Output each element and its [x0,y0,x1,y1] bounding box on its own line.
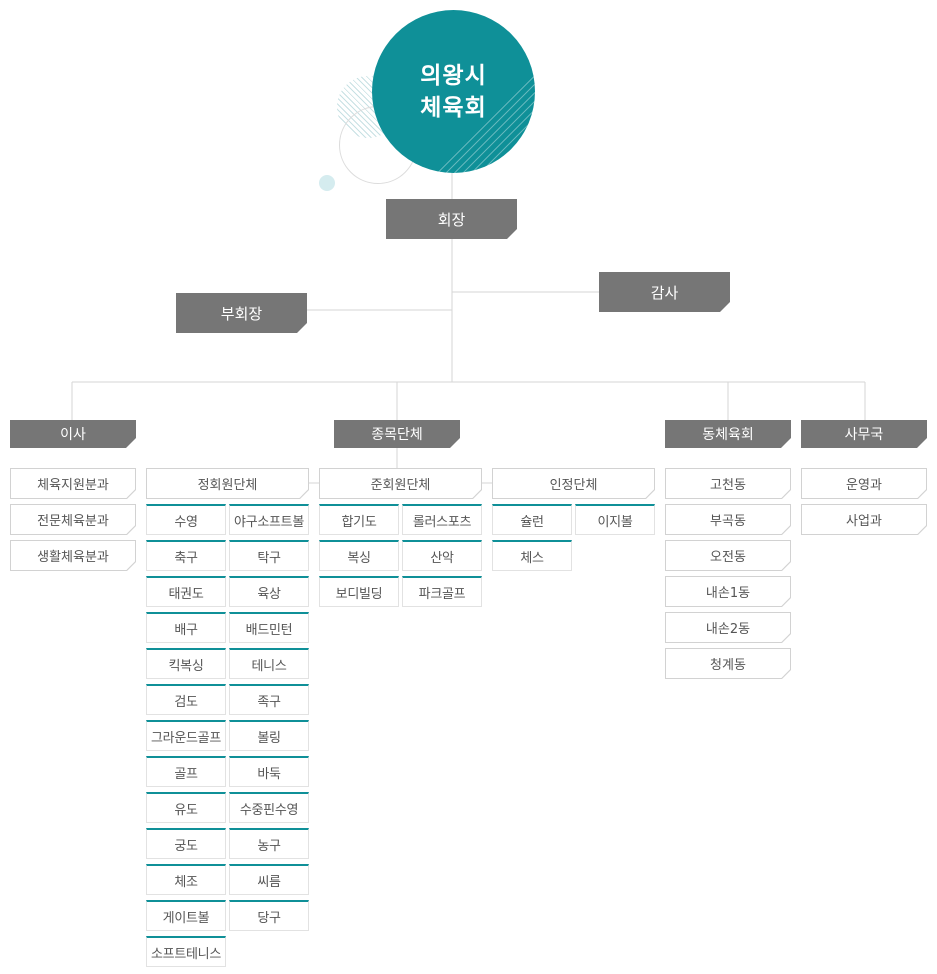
sport-cell: 탁구 [229,540,309,571]
sport-cell: 이지볼 [575,504,655,535]
sport-cell: 수영 [146,504,226,535]
sport-cell: 합기도 [319,504,399,535]
sport-cell: 복싱 [319,540,399,571]
vice-president-box: 부회장 [176,293,307,333]
auditor-box: 감사 [599,272,730,312]
sport-cell: 수중핀수영 [229,792,309,823]
dong-item: 오전동 [665,540,791,571]
sport-cell: 바둑 [229,756,309,787]
sport-cell: 테니스 [229,648,309,679]
sport-cell: 야구소프트볼 [229,504,309,535]
root-title-line2: 체육회 [420,94,487,121]
sports-organizations-head: 종목단체 [334,420,460,448]
sport-cell: 육상 [229,576,309,607]
dot-decoration [319,175,335,191]
sport-cell: 롤러스포츠 [402,504,482,535]
sport-cell: 축구 [146,540,226,571]
president-box: 회장 [386,199,517,239]
sport-cell: 배구 [146,612,226,643]
sport-cell: 궁도 [146,828,226,859]
secretariat-head: 사무국 [801,420,927,448]
sport-cell: 족구 [229,684,309,715]
director-item: 체육지원분과 [10,468,136,499]
sport-cell: 씨름 [229,864,309,895]
directors-head: 이사 [10,420,136,448]
sport-cell: 산악 [402,540,482,571]
sport-cell: 농구 [229,828,309,859]
director-item: 전문체육분과 [10,504,136,535]
dong-item: 부곡동 [665,504,791,535]
regular-member-groups-title: 정회원단체 [146,468,309,499]
sport-cell: 슐런 [492,504,572,535]
sport-cell: 검도 [146,684,226,715]
sport-cell: 소프트테니스 [146,936,226,967]
sport-cell: 골프 [146,756,226,787]
office-item: 운영과 [801,468,927,499]
dong-item: 청계동 [665,648,791,679]
sport-cell: 체스 [492,540,572,571]
dong-item: 고천동 [665,468,791,499]
sport-cell: 태권도 [146,576,226,607]
dong-sports-council-head: 동체육회 [665,420,791,448]
dong-item: 내손2동 [665,612,791,643]
dong-item: 내손1동 [665,576,791,607]
sport-cell: 유도 [146,792,226,823]
root-organization-circle: 의왕시 체육회 [372,10,535,173]
sport-cell: 파크골프 [402,576,482,607]
sport-cell: 볼링 [229,720,309,751]
associate-member-groups-title: 준회원단체 [319,468,482,499]
sport-cell: 당구 [229,900,309,931]
sport-cell: 보디빌딩 [319,576,399,607]
sport-cell: 체조 [146,864,226,895]
root-title-line1: 의왕시 [420,62,487,89]
sport-cell: 그라운드골프 [146,720,226,751]
office-item: 사업과 [801,504,927,535]
director-item: 생활체육분과 [10,540,136,571]
sport-cell: 게이트볼 [146,900,226,931]
sport-cell: 킥복싱 [146,648,226,679]
certified-groups-title: 인정단체 [492,468,655,499]
sport-cell: 배드민턴 [229,612,309,643]
